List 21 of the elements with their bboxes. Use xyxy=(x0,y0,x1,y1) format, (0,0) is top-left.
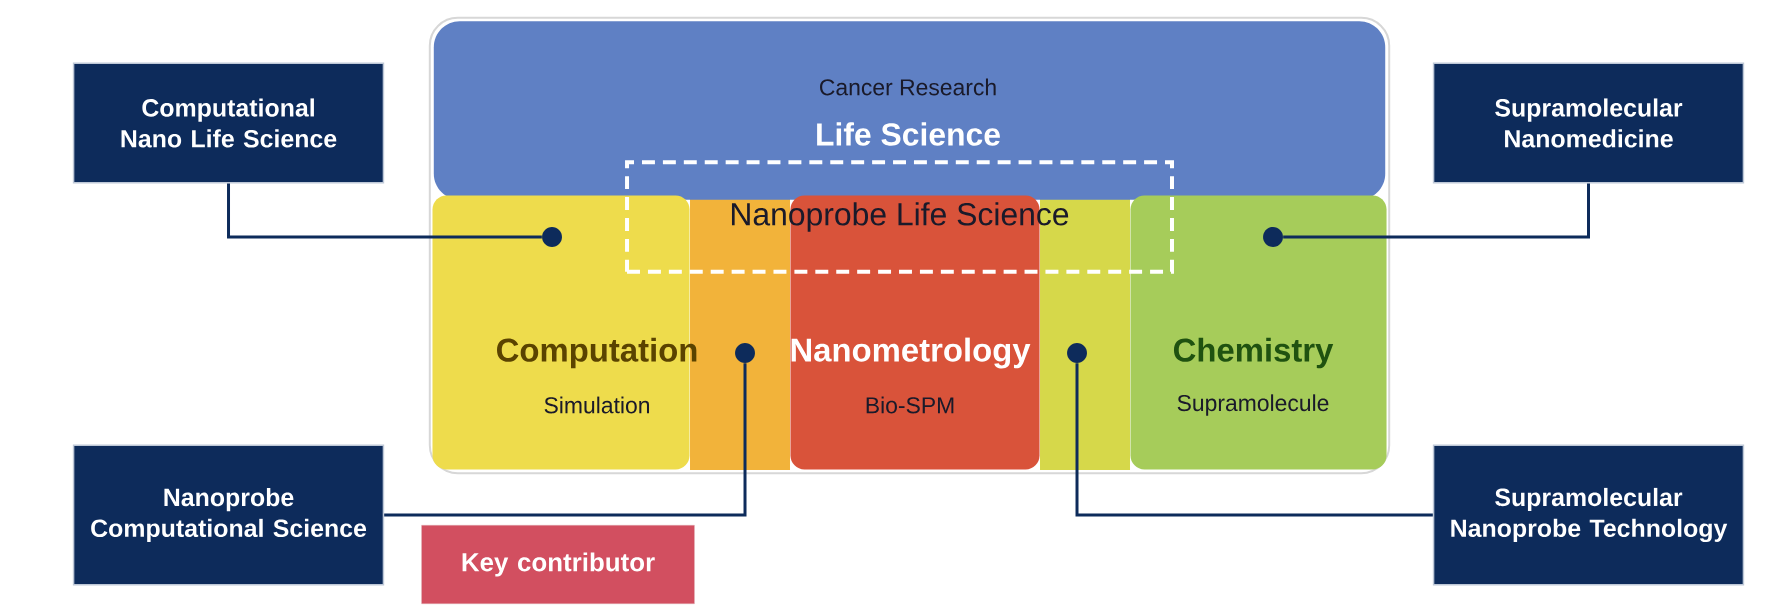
dot-marker xyxy=(1067,343,1087,363)
leader-line xyxy=(384,363,747,517)
region-title: Computation xyxy=(497,337,697,369)
region-title: Nanometrology xyxy=(791,337,1031,369)
label-box: Nanoprobe Computational Science xyxy=(72,444,385,586)
label-box: Supramolecular Nanoprobe Technology xyxy=(1432,444,1745,586)
region-title: Chemistry xyxy=(1173,337,1334,369)
dot-marker xyxy=(542,227,562,247)
band-caption: Cancer Research xyxy=(820,78,996,96)
region-subtitle: Supramolecule xyxy=(1177,394,1329,416)
dot-marker xyxy=(735,343,755,363)
label-box: Computational Nano Life Science xyxy=(72,62,385,184)
leader-line xyxy=(227,183,542,239)
region-subtitle: Simulation xyxy=(544,396,649,414)
leader-line xyxy=(1075,363,1433,517)
region-subtitle: Bio-SPM xyxy=(866,396,954,414)
leader-line xyxy=(1283,183,1590,239)
label-box: Supramolecular Nanomedicine xyxy=(1432,62,1745,184)
dot-marker xyxy=(1263,227,1283,247)
band-title: Life Science xyxy=(817,122,1000,146)
highlight-box: Key contributor xyxy=(421,524,695,605)
